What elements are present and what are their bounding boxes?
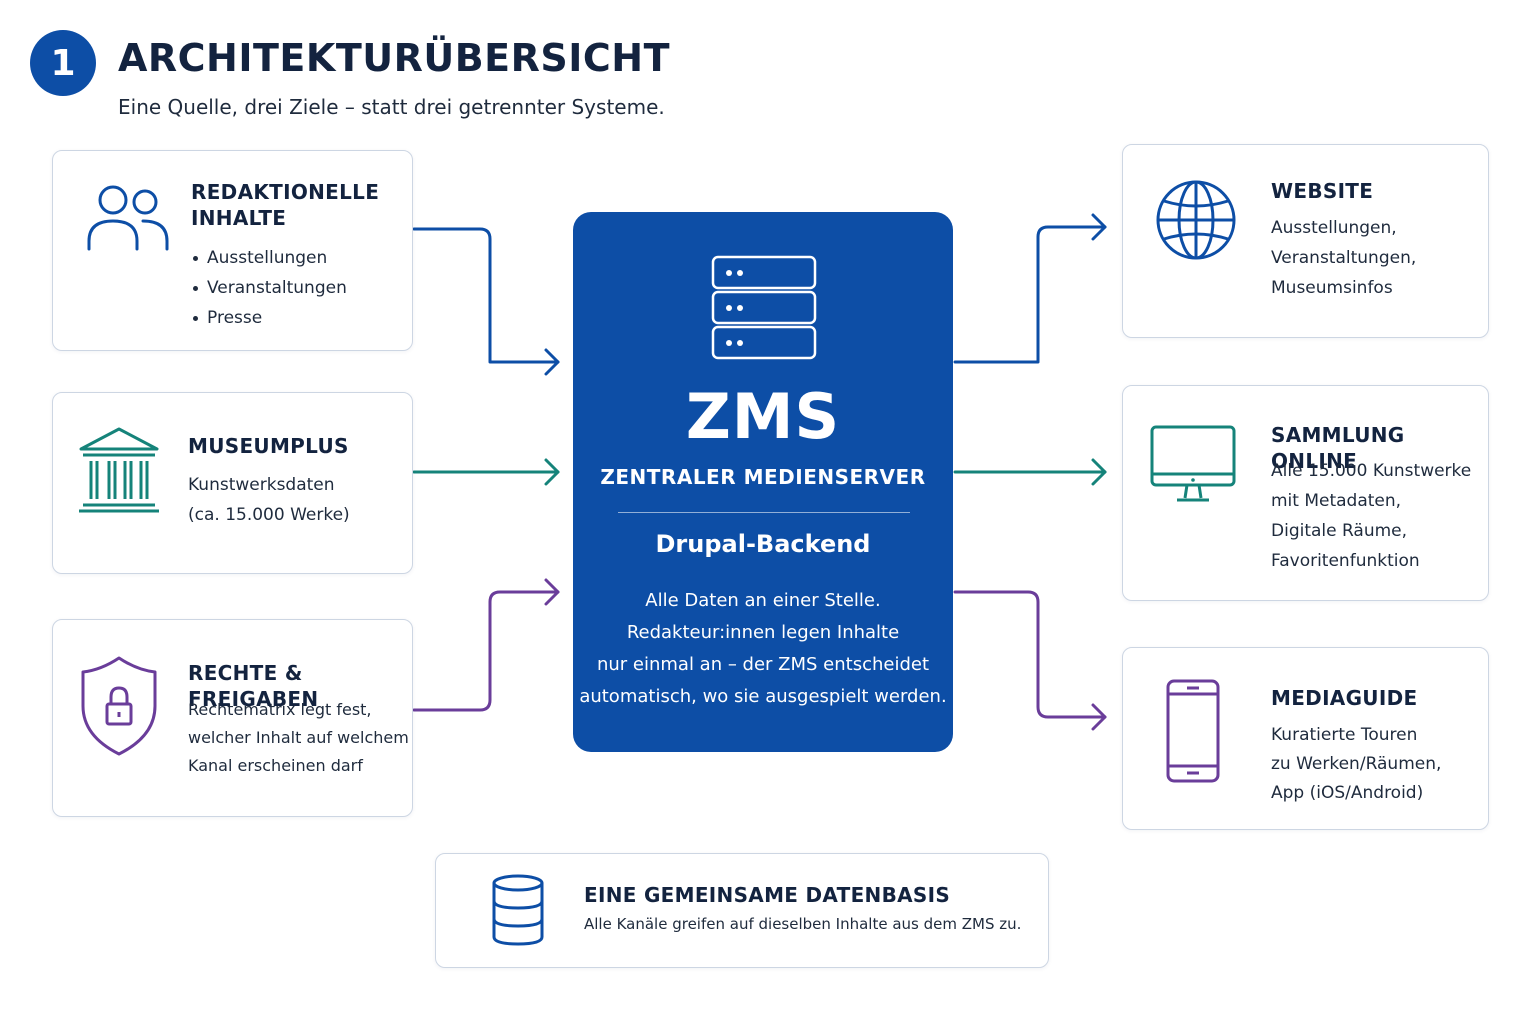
arrowhead-redaktionelle xyxy=(544,348,560,376)
smartphone-icon xyxy=(1166,679,1220,783)
step-badge: 1 xyxy=(30,30,96,96)
list-item: Presse xyxy=(191,303,347,333)
zms-text-column: ZMS ZENTRALER MEDIENSERVER Drupal-Backen… xyxy=(573,0,953,1024)
arrowhead-mediaguide xyxy=(1091,703,1107,731)
card-title: MEDIAGUIDE xyxy=(1271,686,1418,710)
card-description: Alle 15.000 Kunstwerke mit Metadaten, Di… xyxy=(1271,461,1472,571)
card-description: Rechtematrix legt fest, welcher Inhalt a… xyxy=(188,700,409,775)
card-title: REDAKTIONELLE INHALTE xyxy=(191,180,380,230)
card-description: Kunstwerksdaten (ca. 15.000 Werke) xyxy=(188,475,350,525)
connector-zms-to-website xyxy=(953,225,1107,364)
connector-zms-to-mediaguide xyxy=(953,590,1107,719)
zms-description: Alle Daten an einer Stelle. Redakteur:in… xyxy=(579,590,947,707)
arrowhead-museumplus xyxy=(544,458,560,486)
arrowhead-sammlung xyxy=(1091,458,1107,486)
target-card-sammlung-online: SAMMLUNG ONLINE Alle 15.000 Kunstwerke m… xyxy=(1122,385,1489,601)
arrowhead-website xyxy=(1091,213,1107,241)
footer-text: Alle Kanäle greifen auf dieselben Inhalt… xyxy=(584,915,1022,933)
page-subtitle: Eine Quelle, drei Ziele – statt drei get… xyxy=(118,95,665,119)
zms-divider xyxy=(618,512,910,513)
zms-central-box xyxy=(573,212,953,752)
source-card-redaktionelle-inhalte: REDAKTIONELLE INHALTE Ausstellungen Vera… xyxy=(52,150,413,351)
source-card-museumplus: MUSEUMPLUS Kunstwerksdaten (ca. 15.000 W… xyxy=(52,392,413,574)
globe-icon xyxy=(1156,180,1236,260)
card-description: Kuratierte Touren zu Werken/Räumen, App … xyxy=(1271,725,1442,803)
shield-lock-icon xyxy=(81,656,157,756)
monitor-icon xyxy=(1150,425,1236,502)
footer-card-datenbasis xyxy=(435,853,1049,968)
target-card-website: WEBSITE Ausstellungen, Veranstaltungen, … xyxy=(1122,144,1489,338)
list-item: Veranstaltungen xyxy=(191,273,347,303)
card-description: Ausstellungen, Veranstaltungen, Museumsi… xyxy=(1271,218,1417,298)
server-stack-icon xyxy=(711,255,817,360)
zms-name: ZMS xyxy=(685,380,841,453)
connector-rechte-to-zms xyxy=(412,590,560,712)
source-card-rechte-freigaben: RECHTE & FREIGABEN Rechtematrix legt fes… xyxy=(52,619,413,817)
zms-subtitle: ZENTRALER MEDIENSERVER xyxy=(600,465,926,489)
museum-building-icon xyxy=(79,427,159,513)
users-icon xyxy=(87,185,169,251)
target-card-mediaguide: MEDIAGUIDE Kuratierte Touren zu Werken/R… xyxy=(1122,647,1489,830)
arrowhead-rechte xyxy=(544,578,560,606)
connector-redaktionelle-to-zms xyxy=(412,227,560,364)
list-item: Ausstellungen xyxy=(191,243,347,273)
page-title: ARCHITEKTURÜBERSICHT xyxy=(118,36,671,80)
database-icon xyxy=(492,874,544,946)
card-title: MUSEUMPLUS xyxy=(188,434,349,458)
footer-title: EINE GEMEINSAME DATENBASIS xyxy=(584,883,951,907)
bullet-list: Ausstellungen Veranstaltungen Presse xyxy=(191,243,347,333)
card-title: WEBSITE xyxy=(1271,179,1374,203)
zms-backend: Drupal-Backend xyxy=(655,530,871,558)
card-title: SAMMLUNG ONLINE xyxy=(1271,423,1405,473)
card-title: RECHTE & FREIGABEN xyxy=(188,661,319,711)
